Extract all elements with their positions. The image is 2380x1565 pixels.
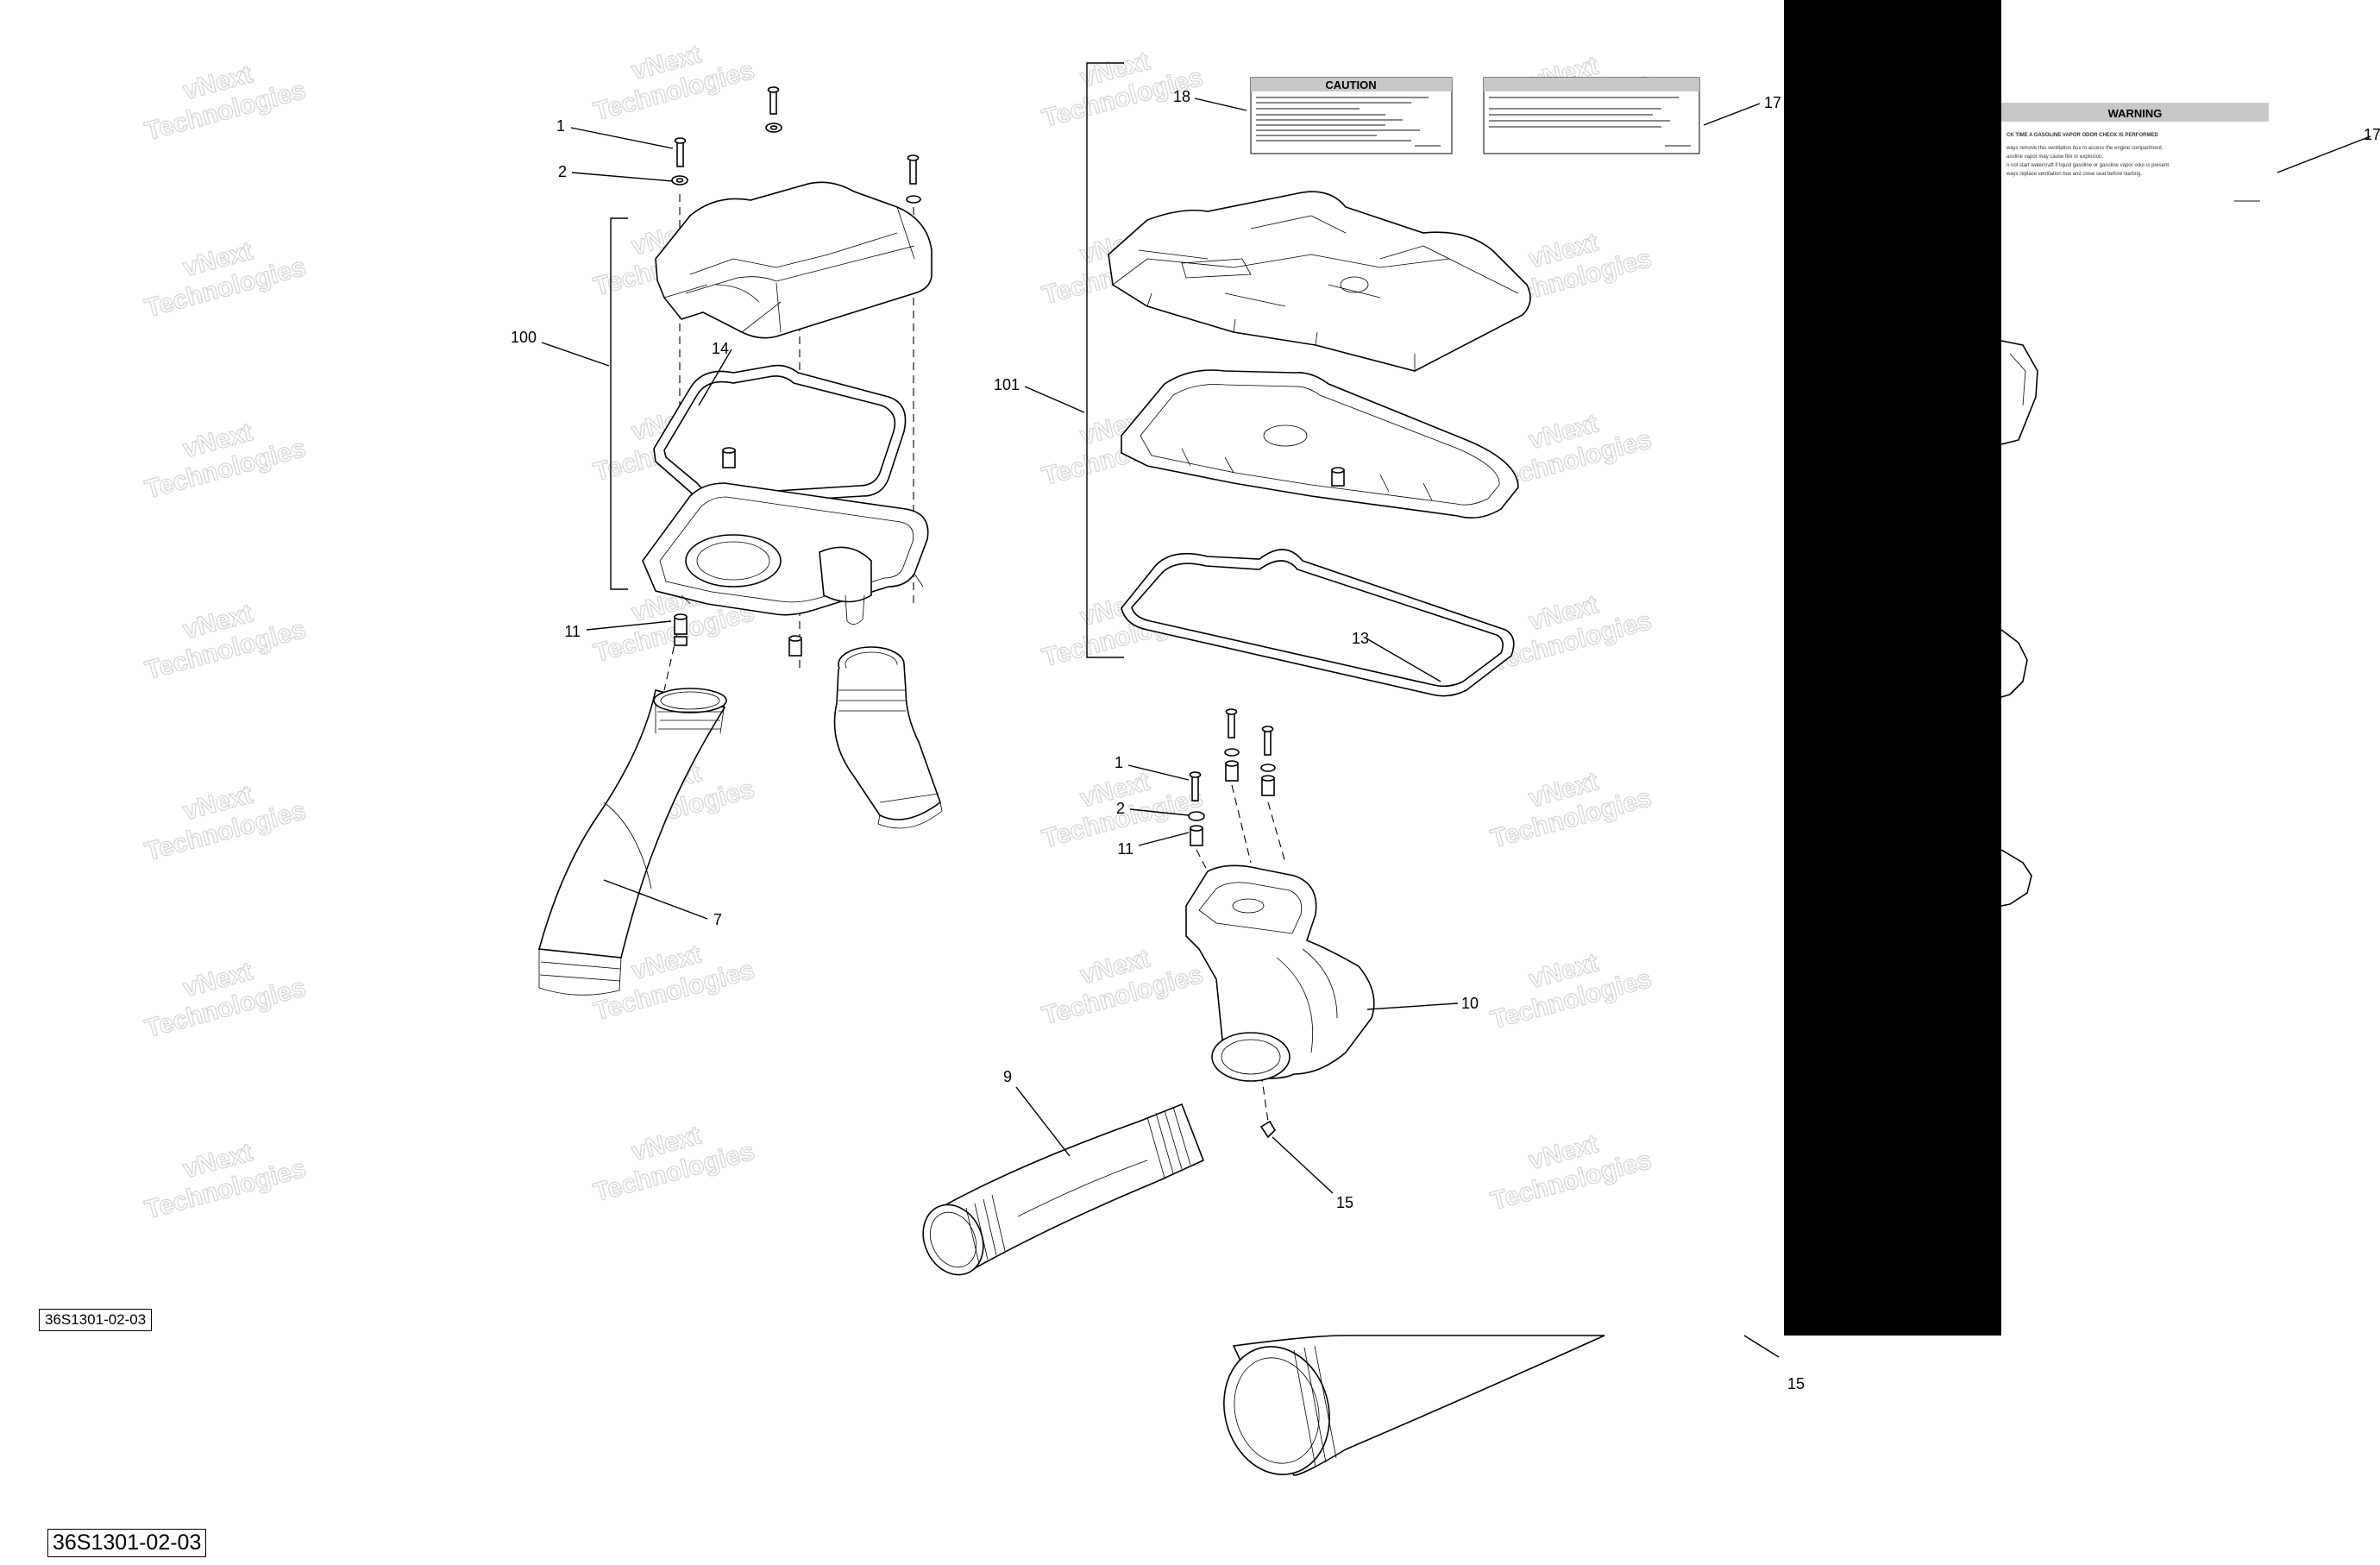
screw-top [765, 86, 782, 133]
svg-text:CAUTION: CAUTION [1325, 79, 1376, 91]
lower-assembly [922, 708, 1375, 1276]
hose-9 [922, 1103, 1205, 1276]
screw-right [906, 154, 921, 204]
bracket-100 [610, 217, 628, 590]
hose-elbow [833, 646, 943, 829]
grommet-11 [674, 613, 688, 646]
top-cover [1108, 191, 1531, 372]
callout-9: 9 [1003, 1068, 1012, 1085]
grommet-c [788, 635, 802, 657]
black-overlay-panel [1784, 0, 2001, 1336]
callout-18: 18 [1173, 88, 1190, 105]
leader-lines [541, 97, 2371, 1358]
gasket-14 [653, 364, 907, 506]
svg-text:ways remove this ventilation b: ways remove this ventilation box to acce… [2006, 146, 2163, 151]
drawing-number-duplicate: 36S1301-02-03 [47, 1529, 207, 1557]
callout-14: 14 [712, 340, 729, 357]
svg-text:asoline vapor may cause fire o: asoline vapor may cause fire or explosio… [2006, 154, 2103, 160]
screw-b1 [1188, 771, 1205, 821]
callout-17-duplicate: 17 [2364, 126, 2380, 143]
svg-text:WARNING: WARNING [2108, 107, 2163, 120]
callout-2-right: 2 [1116, 800, 1125, 817]
grommet-b2 [1225, 760, 1239, 782]
svg-text:o not start watercraft if liqu: o not start watercraft if liquid gasolin… [2006, 163, 2170, 168]
drawing-number: 36S1301-02-03 [39, 1309, 153, 1331]
svg-text:ways replace ventilation box a: ways replace ventilation box and close s… [2006, 172, 2142, 177]
callout-7: 7 [713, 911, 722, 928]
left-assembly [537, 86, 943, 996]
callout-15: 15 [1336, 1194, 1353, 1211]
callout-15-duplicate: 15 [1787, 1375, 1805, 1392]
callout-10: 10 [1461, 995, 1479, 1012]
hose-7 [537, 688, 727, 996]
warning-label [1483, 77, 1700, 154]
bracket-101 [1086, 62, 1124, 658]
screw-1 [671, 137, 688, 185]
callout-1-left: 1 [556, 117, 565, 135]
callout-101: 101 [994, 376, 1020, 393]
callout-17: 17 [1764, 94, 1781, 111]
caution-label: CAUTION [1250, 77, 1453, 154]
callout-100: 100 [511, 329, 537, 346]
svg-text:CK TIME A GASOLINE VAPOR ODOR: CK TIME A GASOLINE VAPOR ODOR CHECK IS P… [2006, 133, 2158, 138]
gasket-13 [1121, 549, 1515, 697]
grommet-a [722, 447, 736, 468]
callout-2-left: 2 [558, 163, 567, 180]
middle-frame [1121, 369, 1519, 519]
duplicate-fragments [2000, 340, 2038, 907]
ventilation-cover [655, 181, 933, 339]
callout-11-left: 11 [564, 623, 581, 640]
screw-15 [1259, 1120, 1277, 1139]
callout-13: 13 [1352, 630, 1369, 647]
duplicate-warning-label: WARNING CK TIME A GASOLINE VAPOR ODOR CH… [2001, 103, 2269, 208]
callout-11-right: 11 [1117, 840, 1133, 858]
callouts: 1 2 100 14 11 7 18 17 101 13 1 2 11 10 9… [511, 88, 2380, 1392]
callout-1-right: 1 [1115, 754, 1123, 771]
duplicate-hose [1223, 1335, 1605, 1476]
grommet-b3 [1261, 775, 1275, 796]
grommet-b1 [1190, 825, 1203, 846]
ventilation-base [642, 482, 929, 625]
screw-b2 [1224, 708, 1240, 757]
screw-b3 [1260, 726, 1276, 772]
intake-adaptor-10 [1185, 864, 1375, 1082]
right-assembly: CAUTION [1086, 62, 1700, 697]
